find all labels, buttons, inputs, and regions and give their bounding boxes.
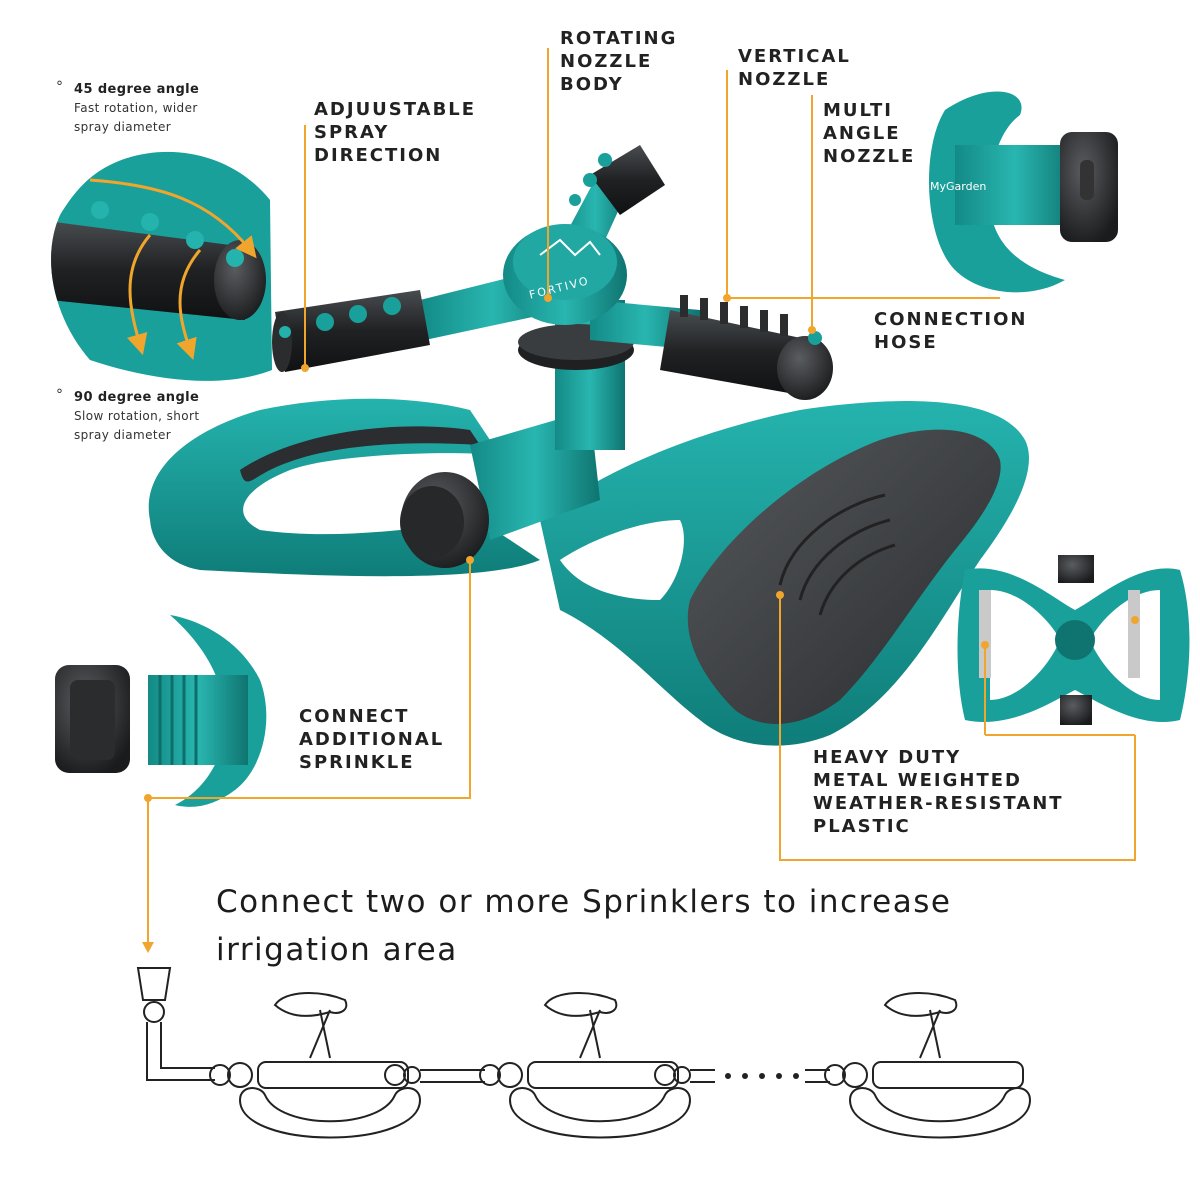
headline: Connect two or more Sprinklers to increa… — [216, 884, 952, 968]
callout-multi-angle: MULTI ANGLE NOZZLE — [823, 100, 916, 167]
right-nozzle — [660, 310, 810, 395]
note-45-title: 45 degree angle — [74, 82, 200, 97]
chain-sprinkler-1 — [209, 992, 485, 1139]
callout-connection-hose: CONNECTION HOSE — [874, 309, 1028, 353]
sprinkler-main: FORTIVO — [148, 145, 1029, 746]
connector-detail — [55, 615, 267, 807]
chain-sprinkler-2 — [479, 992, 715, 1139]
note-90-title: 90 degree angle — [74, 390, 200, 405]
hose-brand-text: MyGarden — [930, 180, 986, 193]
callout-adjustable-spray: ADJUUSTABLE SPRAY DIRECTION — [314, 99, 477, 166]
note-90-degree: ° 90 degree angle Slow rotation, short s… — [56, 387, 200, 445]
callout-vertical-nozzle: VERTICAL NOZZLE — [738, 46, 851, 90]
grip-pad — [687, 429, 1001, 724]
sprinkler-chain-diagram — [136, 967, 1032, 1139]
note-45-line-2: spray diameter — [74, 120, 172, 134]
note-90-line-1: Slow rotation, short — [74, 409, 200, 423]
chain-sprinkler-3 — [824, 992, 1032, 1139]
chain-ellipsis — [725, 1073, 799, 1079]
callout-rotating-nozzle: ROTATING NOZZLE BODY — [560, 28, 678, 95]
top-nozzle — [590, 145, 665, 215]
callout-connect-additional: CONNECT ADDITIONAL SPRINKLE — [299, 706, 445, 773]
note-90-line-2: spray diameter — [74, 428, 172, 442]
callout-heavy-duty: HEAVY DUTY METAL WEIGHTED WEATHER-RESIST… — [813, 747, 1064, 837]
faucet-icon — [136, 967, 172, 1001]
note-45-line-1: Fast rotation, wider — [74, 101, 198, 115]
hose-detail: MyGarden — [928, 91, 1118, 293]
note-45-degree: ° 45 degree angle Fast rotation, wider s… — [56, 79, 200, 137]
bottom-view — [957, 555, 1190, 725]
leader-dots — [142, 294, 1139, 953]
left-nozzle — [275, 290, 430, 372]
angle-detail — [51, 151, 272, 381]
